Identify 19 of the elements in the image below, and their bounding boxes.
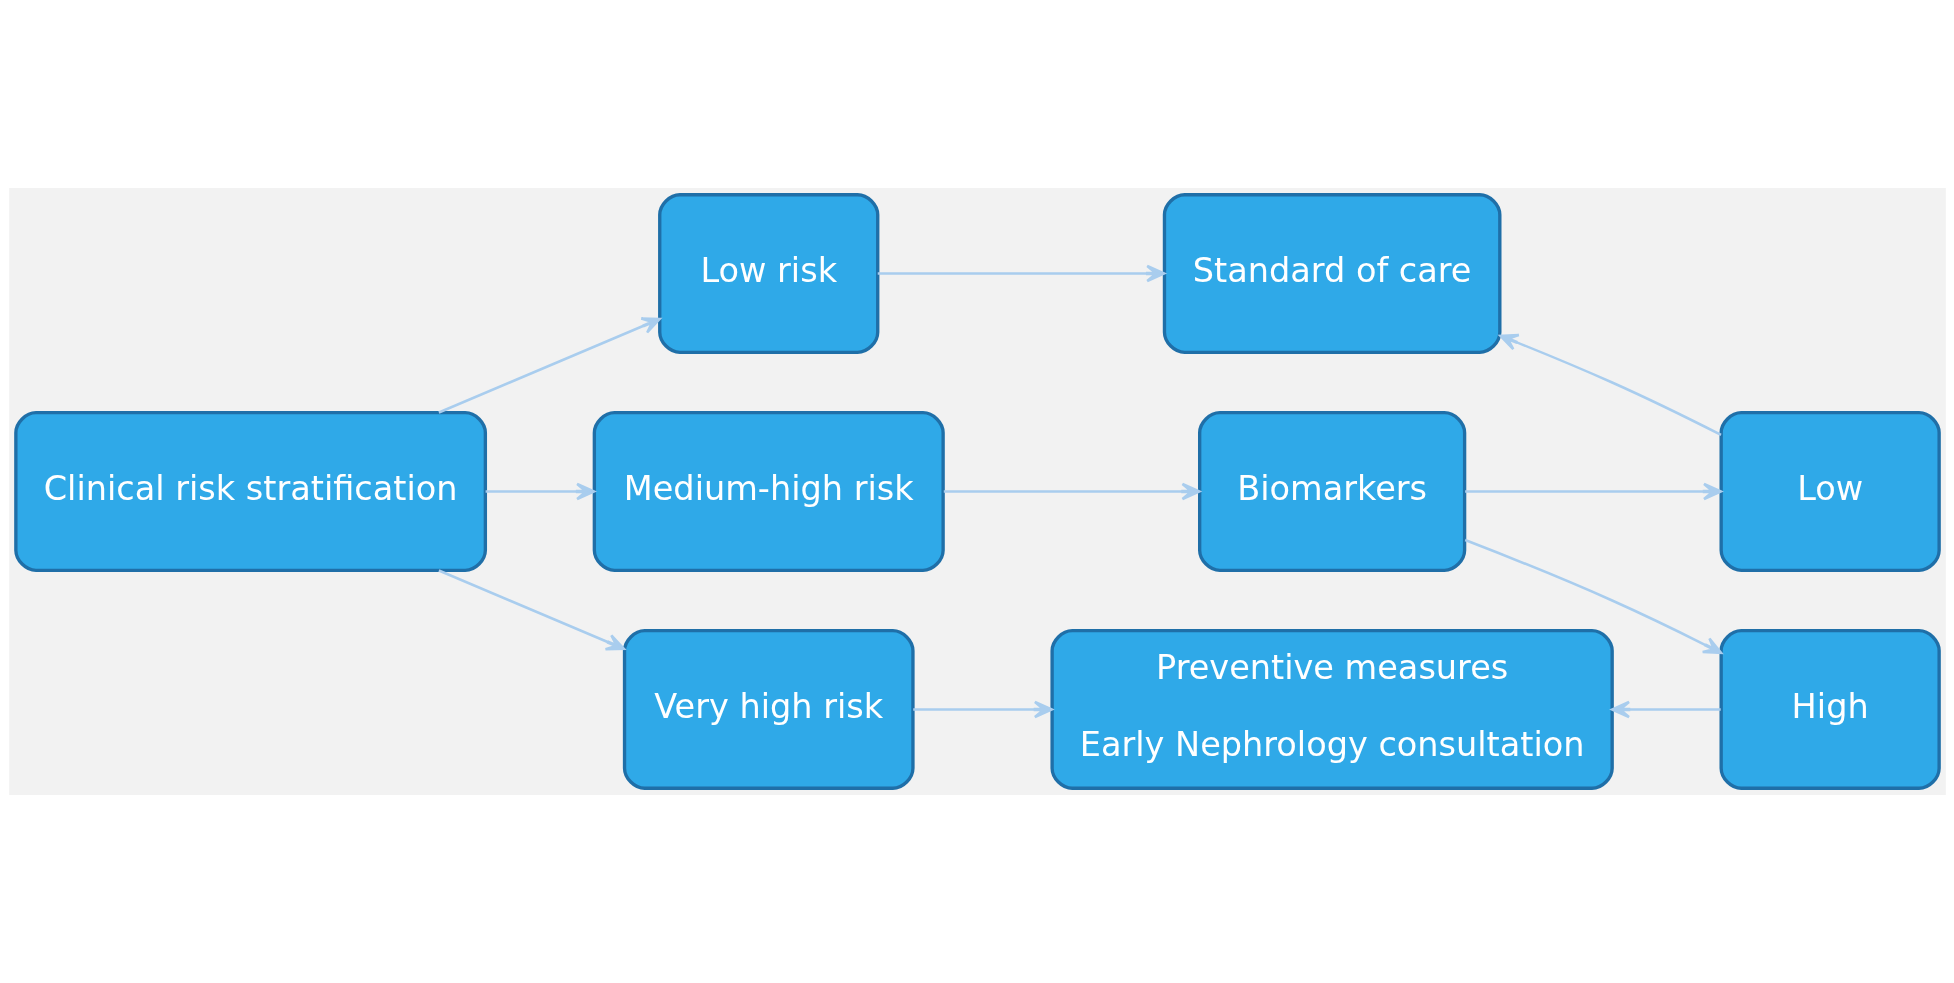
arrow [437, 569, 625, 651]
arrow [912, 700, 1053, 719]
arrow [1464, 482, 1722, 501]
node-box: Medium-high risk [592, 411, 945, 572]
node-box: Low [1719, 411, 1941, 572]
arrow [943, 482, 1200, 501]
node-box: Clinical risk stratification [13, 411, 487, 572]
node-box: Very high risk [622, 629, 915, 790]
node-box: Standard of care [1162, 193, 1501, 354]
node-box: Low risk [657, 193, 879, 354]
node-box: Biomarkers [1197, 411, 1466, 572]
arrow [1464, 538, 1722, 655]
arrow [485, 482, 595, 501]
node-box: High [1719, 629, 1941, 790]
node-box: Preventive measures Early Nephrology consultation [1049, 629, 1614, 790]
arrow [1498, 333, 1722, 436]
arrow [1610, 700, 1721, 719]
arrow [437, 317, 661, 414]
arrow [877, 264, 1165, 283]
